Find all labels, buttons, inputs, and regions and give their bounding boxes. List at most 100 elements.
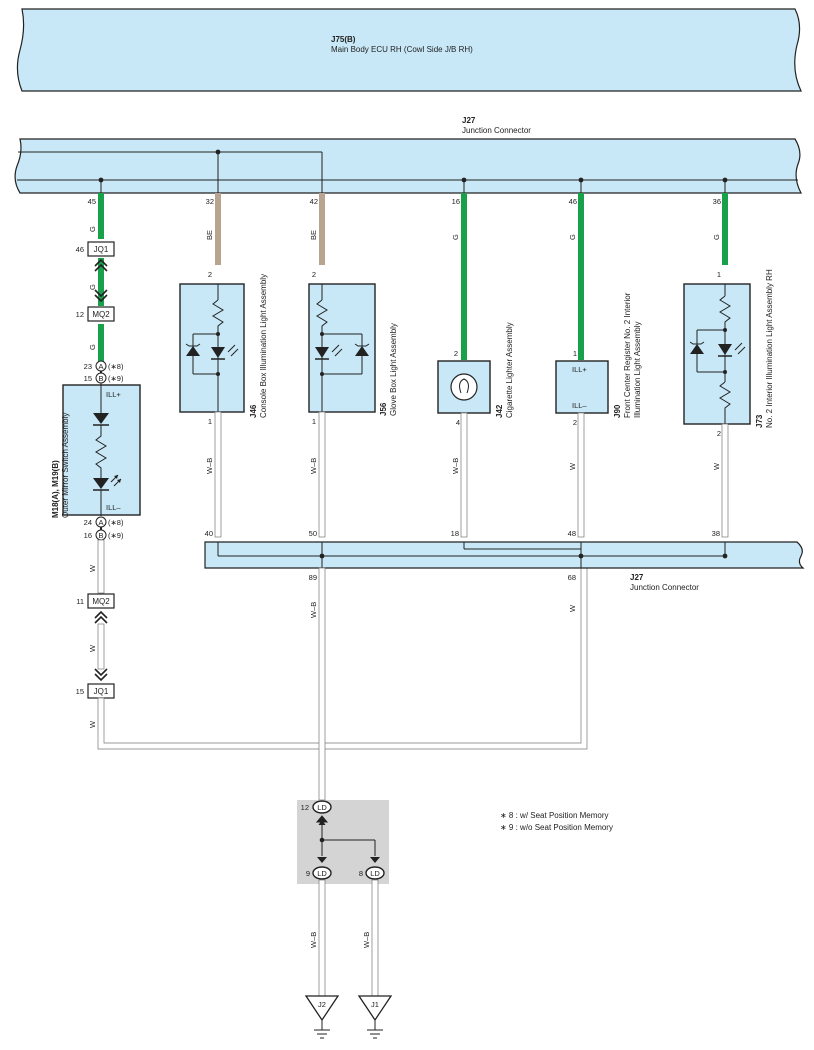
pin-label: 2 bbox=[208, 270, 212, 279]
pin-note: (∗8) bbox=[108, 518, 124, 527]
pin-letter: A bbox=[98, 362, 103, 371]
junction-connector-top: J27 Junction Connector bbox=[14, 116, 802, 194]
component-j46: BE 2 1 W–B J46 Console Box Illumination … bbox=[179, 193, 268, 538]
pin-label: 15 bbox=[84, 374, 92, 383]
splice-label: LD bbox=[370, 869, 380, 878]
inline-connector-pin: 11 bbox=[76, 597, 84, 606]
mirror-code: M18(A), M19(B) bbox=[51, 460, 60, 518]
pin-note: (∗9) bbox=[108, 374, 124, 383]
splice-label: LD bbox=[317, 869, 327, 878]
component-name-line1: Front Center Register No. 2 Interior bbox=[623, 292, 632, 418]
pin-label: 16 bbox=[84, 531, 92, 540]
wire-color-label: BE bbox=[205, 230, 214, 240]
pin-label: 4 bbox=[456, 418, 460, 427]
splice-pin: 9 bbox=[306, 869, 310, 878]
component-name: No. 2 Interior Illumination Light Assemb… bbox=[765, 269, 774, 428]
pin-label: 36 bbox=[713, 197, 721, 206]
component-j73: G 1 2 W J73 No. 2 Interior Illumination … bbox=[683, 193, 774, 538]
pin-label: 2 bbox=[573, 418, 577, 427]
splice-label: LD bbox=[317, 803, 327, 812]
wire-color-label: W–B bbox=[309, 932, 318, 948]
component-code: J42 bbox=[495, 404, 504, 418]
inline-connector-pin: 15 bbox=[76, 687, 84, 696]
wire-color-label: W bbox=[88, 720, 97, 728]
pin-note: (∗8) bbox=[108, 362, 124, 371]
wire-color-label: W bbox=[712, 462, 721, 470]
wire-color-label: G bbox=[451, 234, 460, 240]
pin-label: 1 bbox=[717, 270, 721, 279]
inline-connector-pin: 12 bbox=[76, 310, 84, 319]
inline-connector-pin: 46 bbox=[76, 245, 84, 254]
jc-top-code: J27 bbox=[462, 116, 476, 125]
pin-label: 40 bbox=[205, 529, 213, 538]
pin-label: 1 bbox=[573, 349, 577, 358]
wire-color-label: G bbox=[88, 284, 97, 290]
wire-color-label: W–B bbox=[309, 458, 318, 474]
jc-bottom-name: Junction Connector bbox=[630, 583, 699, 592]
wire-color-label: W–B bbox=[309, 602, 318, 618]
wire-color-label: W bbox=[88, 644, 97, 652]
component-name: Glove Box Light Assembly bbox=[389, 323, 398, 416]
component-j42: G 2 4 W–B J42 Cigarette Lighter Assembly bbox=[437, 193, 514, 538]
ill-plus-label: ILL+ bbox=[106, 390, 121, 399]
component-name: Console Box Illumination Light Assembly bbox=[259, 274, 268, 418]
pin-label: 50 bbox=[309, 529, 317, 538]
pin-letter: A bbox=[98, 518, 103, 527]
ground-label: J2 bbox=[318, 1000, 326, 1009]
wire-color-label: W bbox=[88, 564, 97, 572]
inline-connector-label: MQ2 bbox=[92, 597, 110, 606]
ecu-connector: J75(B) Main Body ECU RH (Cowl Side J/B R… bbox=[16, 8, 802, 92]
wire-color-label: W–B bbox=[205, 458, 214, 474]
footnotes: ∗ 8 : w/ Seat Position Memory ∗ 9 : w/o … bbox=[500, 811, 613, 832]
footnote: ∗ 8 : w/ Seat Position Memory bbox=[500, 811, 609, 820]
jc-bottom-pins: 40 50 18 48 38 bbox=[205, 529, 720, 538]
ground-j2: J2 bbox=[304, 995, 340, 1039]
pin-label: 16 bbox=[452, 197, 460, 206]
ground-label: J1 bbox=[371, 1000, 379, 1009]
component-j56: BE 2 1 W–B J56 Glove Box Light Assembly bbox=[308, 193, 398, 538]
pin-label: 18 bbox=[451, 529, 459, 538]
component-j90: G 1 ILL+ ILL– 2 W J90 Front Center Regis… bbox=[555, 193, 642, 538]
mirror-circuit: G G G JQ1 46 MQ2 12 A 23 (∗8) B 15 (∗9) … bbox=[51, 193, 588, 750]
wire-color-label: G bbox=[712, 234, 721, 240]
pin-label: 38 bbox=[712, 529, 720, 538]
pin-note: (∗9) bbox=[108, 531, 124, 540]
wire-color-label: W bbox=[568, 462, 577, 470]
ill-plus-label: ILL+ bbox=[572, 365, 587, 374]
pin-label: 2 bbox=[454, 349, 458, 358]
pin-label: 2 bbox=[717, 429, 721, 438]
component-code: J73 bbox=[755, 414, 764, 428]
jc-top-name: Junction Connector bbox=[462, 126, 531, 135]
ground-wiring: W–B W LD 12 LD 9 LD 8 W–B W–B J2 bbox=[297, 567, 577, 1039]
wire-color-label: W–B bbox=[362, 932, 371, 948]
junction-connector-bottom: 40 50 18 48 38 89 68 J27 Junction Connec… bbox=[204, 529, 805, 592]
pin-label: 46 bbox=[569, 197, 577, 206]
component-code: J56 bbox=[379, 402, 388, 416]
mirror-name: Outer Mirror Switch Assembly bbox=[61, 413, 70, 518]
inline-connector-label: JQ1 bbox=[94, 687, 109, 696]
component-code: J46 bbox=[249, 404, 258, 418]
pin-label: 89 bbox=[309, 573, 317, 582]
ill-minus-label: ILL– bbox=[572, 401, 587, 410]
pin-label: 1 bbox=[312, 417, 316, 426]
wire-color-label: W–B bbox=[451, 458, 460, 474]
footnote: ∗ 9 : w/o Seat Position Memory bbox=[500, 823, 613, 832]
wire-color-label: BE bbox=[309, 230, 318, 240]
pin-label: 32 bbox=[206, 197, 214, 206]
ill-minus-label: ILL– bbox=[106, 503, 121, 512]
pin-label: 24 bbox=[84, 518, 92, 527]
pin-label: 2 bbox=[312, 270, 316, 279]
splice-pin: 8 bbox=[359, 869, 363, 878]
inline-connector-label: MQ2 bbox=[92, 310, 110, 319]
ecu-name: Main Body ECU RH (Cowl Side J/B RH) bbox=[331, 45, 473, 54]
wire-color-label: G bbox=[88, 226, 97, 232]
pin-label: 45 bbox=[88, 197, 96, 206]
wire-color-label: G bbox=[88, 344, 97, 350]
pin-letter: B bbox=[98, 531, 103, 540]
component-name: Cigarette Lighter Assembly bbox=[505, 322, 514, 418]
pin-letter: B bbox=[98, 374, 103, 383]
pin-label: 23 bbox=[84, 362, 92, 371]
pin-label: 48 bbox=[568, 529, 576, 538]
ground-j1: J1 bbox=[357, 995, 393, 1039]
